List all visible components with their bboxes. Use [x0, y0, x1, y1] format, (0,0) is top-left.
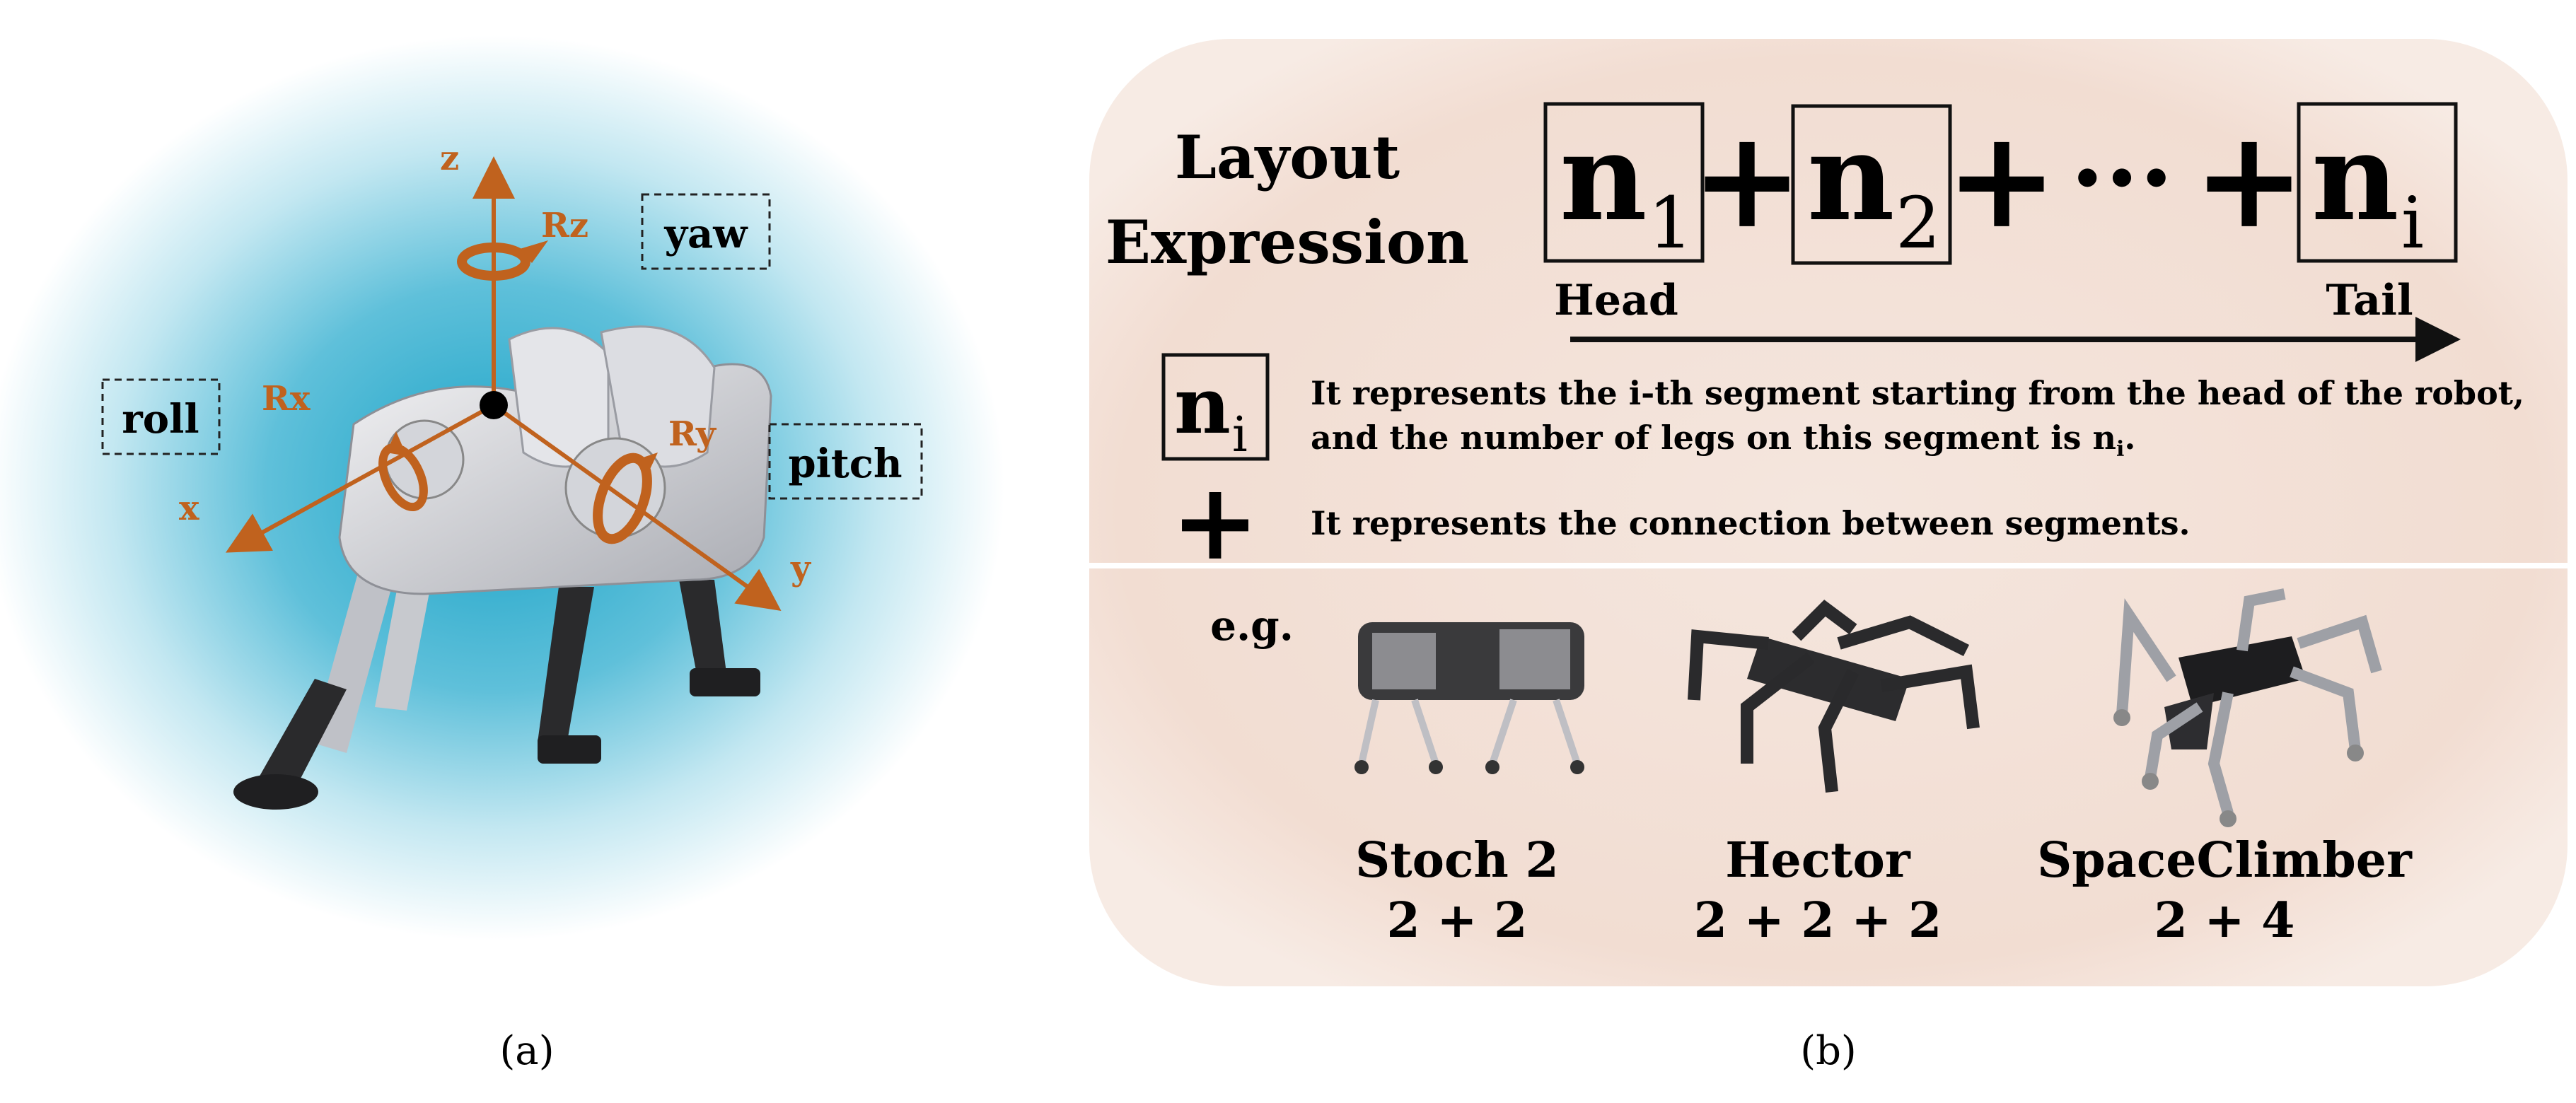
example-name-hector: Hector	[1725, 832, 1911, 889]
caption-b: (b)	[1800, 1028, 1857, 1074]
example-expr-hector: 2 + 2 + 2	[1694, 892, 1942, 949]
svg-text:n: n	[1560, 107, 1647, 248]
example-expr-spaceclimber: 2 + 4	[2154, 892, 2295, 949]
axis-label-x: x	[179, 489, 199, 528]
term-ni: n i	[2297, 102, 2458, 264]
panel-b: Layout Expression n 1 + n 2 + ··· + n i …	[1089, 39, 2568, 1074]
svg-text:roll: roll	[122, 396, 199, 443]
axis-label-ry: Ry	[668, 414, 717, 454]
label-pitch: pitch	[768, 423, 923, 500]
svg-text:i: i	[1232, 407, 1248, 463]
svg-text:pitch: pitch	[788, 440, 902, 487]
axis-label-y: y	[790, 549, 812, 588]
rotation-rx-icon	[378, 431, 428, 512]
svg-text:yaw: yaw	[663, 211, 748, 257]
robot-hector-image	[1688, 600, 1980, 793]
ellipsis: ···	[2070, 120, 2174, 236]
plus-sign-2: +	[1945, 100, 2058, 258]
legend-segment-text-line1: It represents the i-th segment starting …	[1311, 374, 2524, 412]
term-n1: n 1	[1543, 102, 1705, 264]
rotation-rz-icon	[457, 240, 548, 281]
svg-text:n: n	[2311, 107, 2399, 248]
svg-text:n: n	[1807, 107, 1895, 248]
label-roll: roll	[101, 378, 221, 455]
coordinate-axes	[225, 156, 782, 611]
axis-label-rx: Rx	[262, 379, 311, 419]
example-name-spaceclimber: SpaceClimber	[2037, 832, 2413, 889]
robot-spaceclimber-image	[2113, 588, 2382, 827]
legend-segment-text-line2: and the number of legs on this segment i…	[1311, 419, 2135, 462]
head-label: Head	[1554, 276, 1678, 325]
examples-label: e.g.	[1210, 602, 1294, 650]
rotation-ry-icon	[593, 453, 658, 544]
plus-sign-1: +	[1690, 100, 1803, 258]
robot-stoch2-image	[1354, 622, 1584, 774]
example-expr-stoch2: 2 + 2	[1387, 892, 1528, 949]
label-yaw: yaw	[641, 193, 771, 270]
tail-label: Tail	[2326, 276, 2413, 325]
layout-expression-title-line2: Expression	[1106, 207, 1469, 277]
plus-sign-3: +	[2193, 100, 2305, 258]
svg-text:1: 1	[1648, 182, 1693, 264]
panel-a: z Rz Rx Ry x y yaw roll pitch (a)	[0, 35, 1004, 1074]
legend-connection-text: It represents the connection between seg…	[1311, 504, 2191, 542]
svg-text:2: 2	[1896, 182, 1941, 264]
axis-label-rz: Rz	[541, 206, 588, 245]
term-n2: n 2	[1791, 104, 1952, 265]
axis-label-z: z	[440, 139, 459, 178]
legend-segment-symbol: n i	[1161, 353, 1270, 463]
example-name-stoch2: Stoch 2	[1355, 832, 1559, 889]
caption-a: (a)	[499, 1028, 554, 1074]
layout-expression-title-line1: Layout	[1175, 122, 1400, 192]
legend-connection-symbol: +	[1171, 460, 1260, 584]
svg-text:n: n	[1174, 360, 1231, 451]
svg-text:i: i	[2401, 182, 2424, 264]
